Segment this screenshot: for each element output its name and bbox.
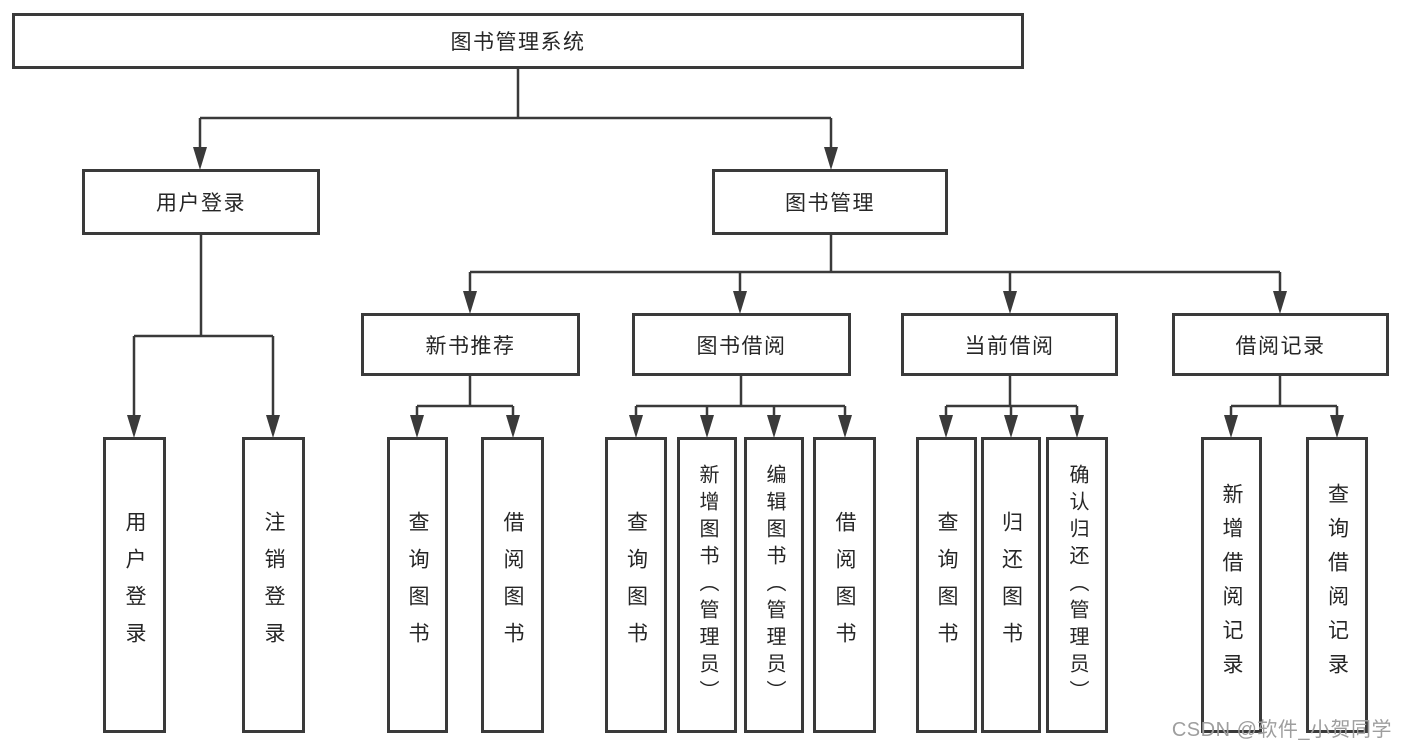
node-new-book-recommend: 新书推荐 <box>361 313 580 376</box>
leaf-query-books-current-label: 查询图书 <box>935 511 958 659</box>
arrowheads <box>127 147 1344 438</box>
leaf-return-books: 归还图书 <box>981 437 1041 733</box>
leaf-query-books-recommend: 查询图书 <box>387 437 448 733</box>
node-root-label: 图书管理系统 <box>450 31 586 54</box>
node-new-book-recommend-label: 新书推荐 <box>425 334 516 358</box>
leaf-confirm-return-admin: 确认归还（管理员） <box>1046 437 1108 733</box>
leaf-confirm-return-admin-label: 确认归还（管理员） <box>1066 463 1088 707</box>
leaf-query-books-borrowing-label: 查询图书 <box>624 511 648 659</box>
leaf-add-borrow-record: 新增借阅记录 <box>1201 437 1262 733</box>
leaf-borrow-books-recommend: 借阅图书 <box>481 437 544 733</box>
node-book-borrowing: 图书借阅 <box>632 313 851 376</box>
watermark: CSDN @软件_小贺同学 <box>1171 719 1392 741</box>
node-book-management-label: 图书管理 <box>785 192 875 215</box>
leaf-borrow-books: 借阅图书 <box>813 437 876 733</box>
node-borrowing-records: 借阅记录 <box>1172 313 1389 376</box>
node-book-borrowing-label: 图书借阅 <box>696 334 787 358</box>
leaf-query-books-current: 查询图书 <box>916 437 977 733</box>
leaf-user-login-label: 用户登录 <box>123 511 146 659</box>
leaf-add-books-admin: 新增图书（管理员） <box>677 437 737 733</box>
leaf-borrow-books-label: 借阅图书 <box>833 511 856 659</box>
leaf-logout-label: 注销登录 <box>262 511 285 659</box>
leaf-return-books-label: 归还图书 <box>999 511 1023 659</box>
leaf-add-borrow-record-label: 新增借阅记录 <box>1220 483 1243 687</box>
leaf-add-books-admin-label: 新增图书（管理员） <box>696 463 718 707</box>
node-user-login-label: 用户登录 <box>156 192 246 215</box>
leaf-edit-books-admin-label: 编辑图书（管理员） <box>763 463 785 707</box>
node-root: 图书管理系统 <box>12 13 1024 69</box>
node-borrowing-records-label: 借阅记录 <box>1235 334 1326 358</box>
leaf-edit-books-admin: 编辑图书（管理员） <box>744 437 804 733</box>
node-current-borrowing: 当前借阅 <box>901 313 1118 376</box>
leaf-query-borrow-record-label: 查询借阅记录 <box>1325 483 1349 687</box>
leaf-query-books-borrowing: 查询图书 <box>605 437 667 733</box>
leaf-query-borrow-record: 查询借阅记录 <box>1306 437 1368 733</box>
node-user-login: 用户登录 <box>82 169 320 235</box>
node-current-borrowing-label: 当前借阅 <box>964 334 1055 358</box>
leaf-user-login: 用户登录 <box>103 437 166 733</box>
leaf-borrow-books-recommend-label: 借阅图书 <box>501 511 524 659</box>
leaf-query-books-recommend-label: 查询图书 <box>406 511 429 659</box>
node-book-management: 图书管理 <box>712 169 948 235</box>
leaf-logout: 注销登录 <box>242 437 305 733</box>
